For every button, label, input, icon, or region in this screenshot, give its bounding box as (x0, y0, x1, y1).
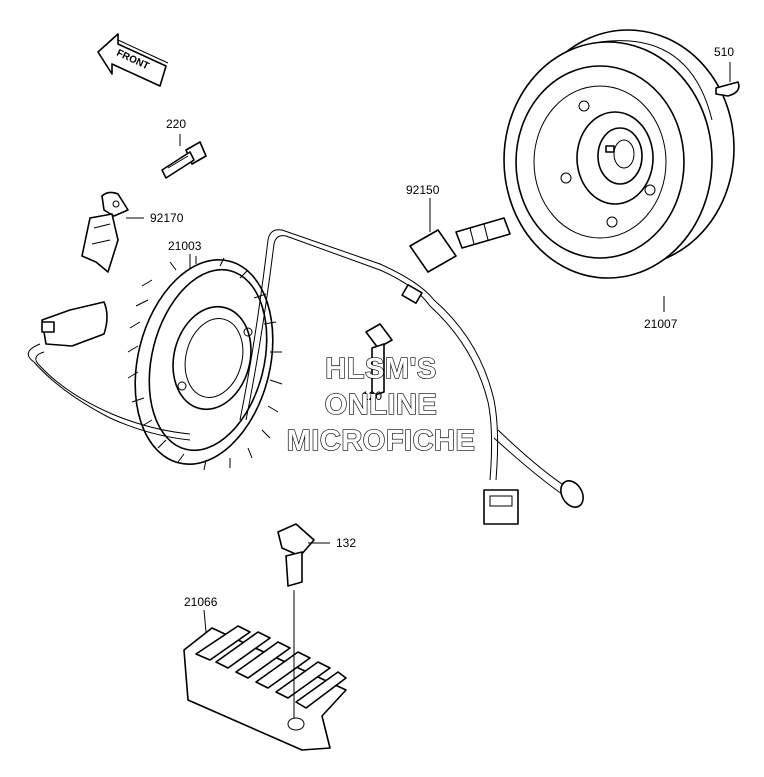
label-120[interactable]: 120 (362, 389, 382, 403)
label-21007[interactable]: 21007 (644, 317, 678, 331)
watermark-line-2: ONLINE (325, 389, 438, 421)
regulator (183, 625, 347, 751)
bolt-92150 (409, 217, 511, 273)
label-92170[interactable]: 92170 (150, 211, 184, 225)
label-132[interactable]: 132 (336, 536, 356, 550)
bolt-220 (161, 141, 207, 179)
leader-lines (126, 62, 731, 718)
label-220[interactable]: 220 (166, 117, 186, 131)
label-510[interactable]: 510 (714, 45, 734, 59)
label-21003[interactable]: 21003 (168, 239, 202, 253)
stator-harness (27, 229, 584, 525)
label-92150[interactable]: 92150 (406, 183, 440, 197)
flywheel (503, 29, 735, 279)
bolt-132 (277, 523, 315, 587)
watermark-line-3: MICROFICHE (287, 425, 476, 457)
label-21066[interactable]: 21066 (184, 595, 218, 609)
stator (127, 256, 283, 471)
watermark: HLSM'S ONLINE MICROFICHE (286, 352, 476, 457)
front-arrow-icon: FRONT (97, 33, 169, 87)
watermark-line-1: HLSM'S (325, 353, 436, 385)
bracket-92170 (81, 191, 129, 273)
key-part (715, 81, 740, 97)
bolt-120 (365, 323, 393, 397)
